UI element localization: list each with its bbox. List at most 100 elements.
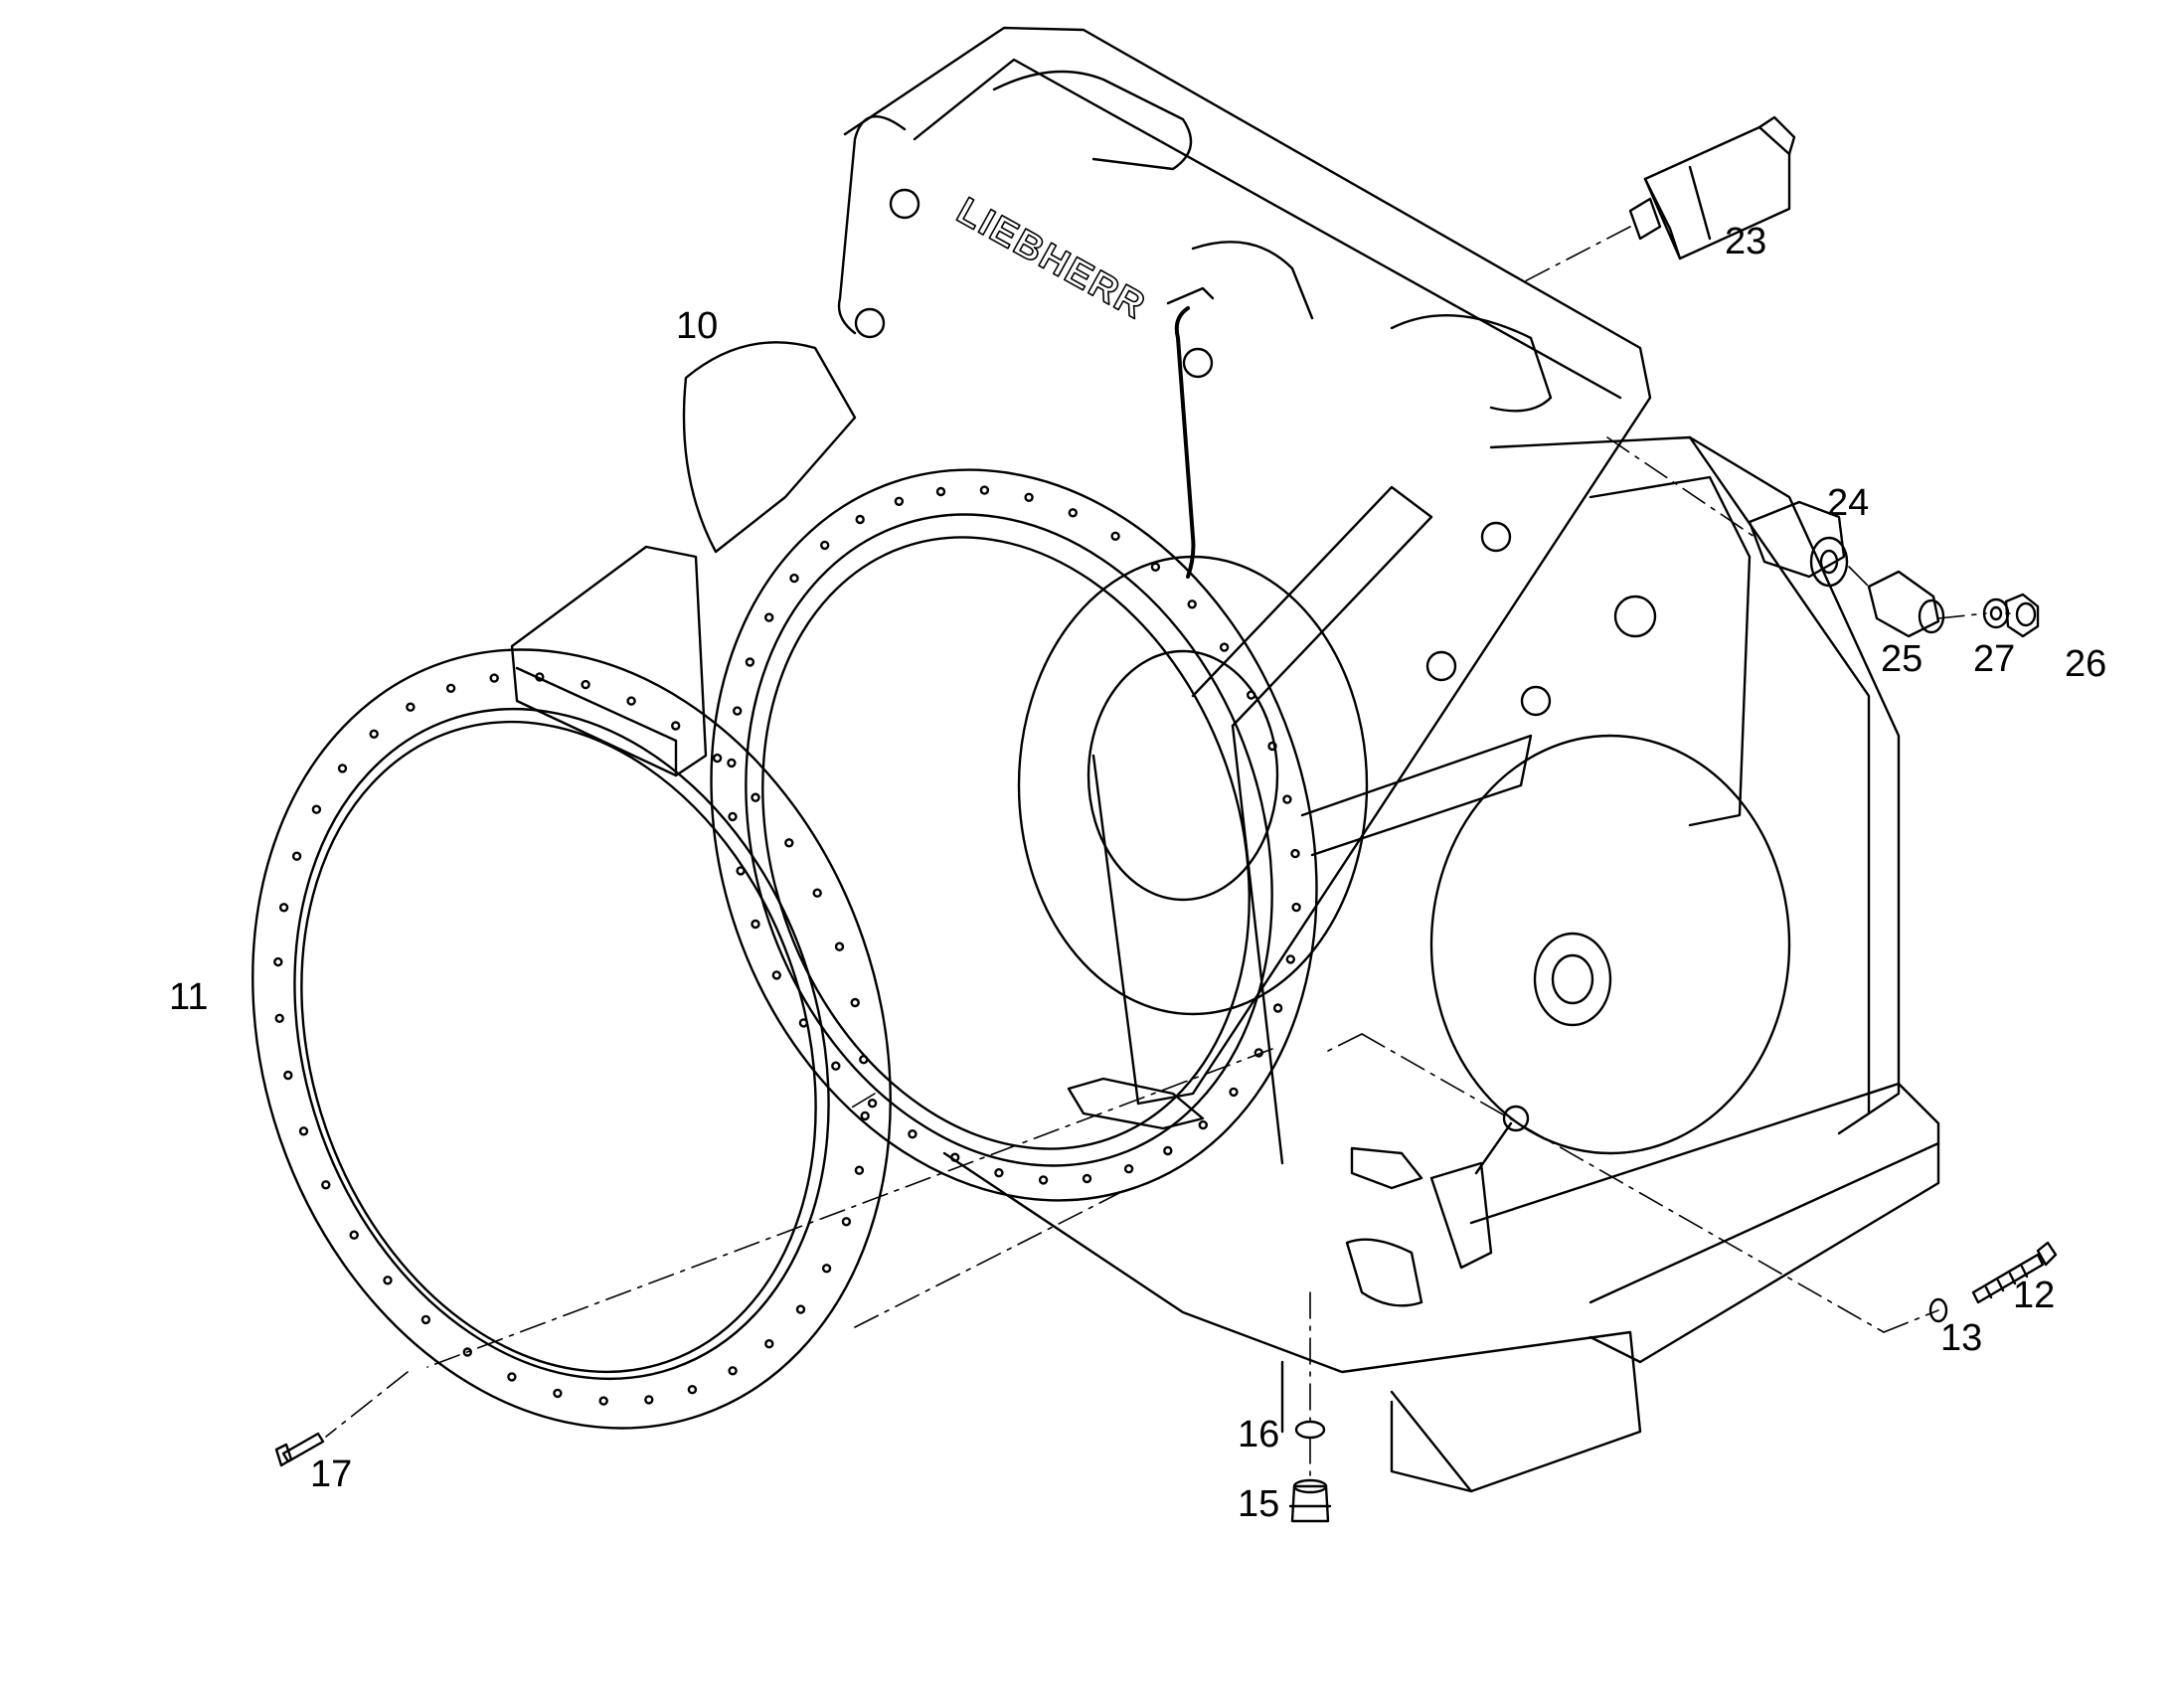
bolt-hole (1123, 1163, 1134, 1174)
adapter-part-25 (1867, 570, 1945, 638)
bolt-hole (369, 729, 379, 739)
callout-25: 25 (1881, 638, 1922, 680)
bolt-hole (820, 540, 830, 551)
callout-26: 26 (2065, 643, 2106, 685)
housing-flange-ring (710, 468, 1318, 1202)
bolt-hole (1282, 794, 1292, 804)
bolt-hole (935, 486, 946, 497)
callout-17: 17 (310, 1453, 352, 1495)
bolt-hole (1290, 848, 1300, 859)
bolt-hole (1110, 531, 1120, 541)
drain-plug-part-15 (1288, 1478, 1332, 1523)
bolt-hole (1267, 741, 1277, 752)
bolt-hole (1285, 954, 1296, 964)
bolt-hole (581, 679, 590, 690)
bolt-hole (291, 851, 302, 861)
callout-13: 13 (1940, 1317, 1982, 1359)
bolt-hole (867, 1098, 878, 1109)
explosion-lines (325, 226, 2011, 1482)
callout-23: 23 (1725, 221, 1766, 262)
bolt-hole (406, 702, 416, 712)
bolt-hole (311, 804, 322, 814)
pressure-switch-part-23 (1628, 115, 1796, 260)
bolt-hole (420, 1314, 431, 1325)
bolt-hole (733, 706, 743, 716)
bolt-hole (812, 888, 822, 898)
bolt-hole (349, 1230, 359, 1240)
bolt-hole (1150, 562, 1161, 572)
bolt-hole (687, 1384, 698, 1395)
bolt-hole (507, 1372, 517, 1382)
adapter-ring (251, 648, 892, 1430)
bolt-hole (950, 1152, 960, 1162)
bolt-hole (1038, 1175, 1049, 1185)
bolt-hole (1082, 1173, 1092, 1184)
bolt-hole (553, 1388, 563, 1399)
bolt-hole (751, 792, 760, 802)
bolt-hole (1219, 642, 1230, 652)
seal-ring-part-27 (1982, 598, 2010, 629)
cap-nut-part-26 (2004, 593, 2040, 638)
bolt-hole (273, 956, 283, 967)
bolt-hole (728, 811, 738, 822)
bolt-hole (764, 612, 774, 622)
screw-part-17 (274, 1432, 325, 1467)
fitting-part-24 (1748, 500, 1849, 588)
bolt-hole (841, 1217, 852, 1227)
bolt-hole (831, 1061, 841, 1071)
bolt-hole (1068, 508, 1079, 518)
bolt-hole (712, 753, 723, 764)
bolt-hole (626, 696, 636, 706)
callout-11: 11 (169, 976, 208, 1018)
bolt-hole (727, 758, 737, 769)
bolt-hole (644, 1395, 654, 1405)
bolt-hole (784, 838, 794, 848)
bolt-hole (1229, 1087, 1239, 1098)
callout-16: 16 (1238, 1414, 1279, 1455)
callout-10: 10 (676, 305, 718, 347)
bolt-hole (821, 1264, 832, 1274)
callout-27: 27 (1973, 638, 2015, 680)
bolt-hole (855, 514, 865, 525)
bolt-hole (283, 1070, 293, 1081)
bolt-hole (834, 941, 845, 951)
bolt-hole (1024, 492, 1034, 502)
callout-24: 24 (1827, 482, 1869, 524)
bolt-hole (850, 997, 860, 1008)
bolt-hole (860, 1110, 870, 1121)
bolt-hole (745, 657, 755, 667)
bolt-hole (751, 919, 760, 930)
bolt-hole (979, 485, 990, 495)
callout-12: 12 (2013, 1275, 2055, 1316)
bolt-hole (489, 673, 499, 683)
bolt-hole (462, 1347, 472, 1357)
bolt-hole (795, 1304, 806, 1314)
bolt-hole (671, 721, 681, 731)
bolt-hole (298, 1126, 309, 1136)
bolt-hole (598, 1396, 608, 1406)
bolt-hole (859, 1054, 869, 1065)
bolt-hole (278, 903, 289, 913)
bolt-hole (535, 672, 545, 682)
liebherr-logo: LIEBHERR (950, 190, 1153, 328)
bolt-hole (445, 683, 456, 693)
bolt-hole (1246, 690, 1256, 700)
bolt-hole (1291, 902, 1301, 913)
bolt-hole (321, 1180, 331, 1190)
bolt-hole (337, 764, 348, 773)
bolt-part-12 (1971, 1241, 2058, 1304)
bolt-hole (728, 1366, 738, 1376)
bolt-hole (894, 496, 905, 506)
bolt-hole (789, 573, 799, 584)
bolt-hole (1198, 1119, 1209, 1130)
bolt-hole (383, 1276, 393, 1285)
bolt-hole (764, 1338, 774, 1349)
bolt-hole (771, 970, 781, 980)
o-ring-part-16 (1294, 1420, 1326, 1440)
bolt-hole (908, 1128, 918, 1139)
bolt-hole (1187, 599, 1197, 609)
callout-15: 15 (1238, 1483, 1279, 1525)
bolt-hole (1163, 1145, 1173, 1156)
bolt-hole (1272, 1003, 1283, 1013)
